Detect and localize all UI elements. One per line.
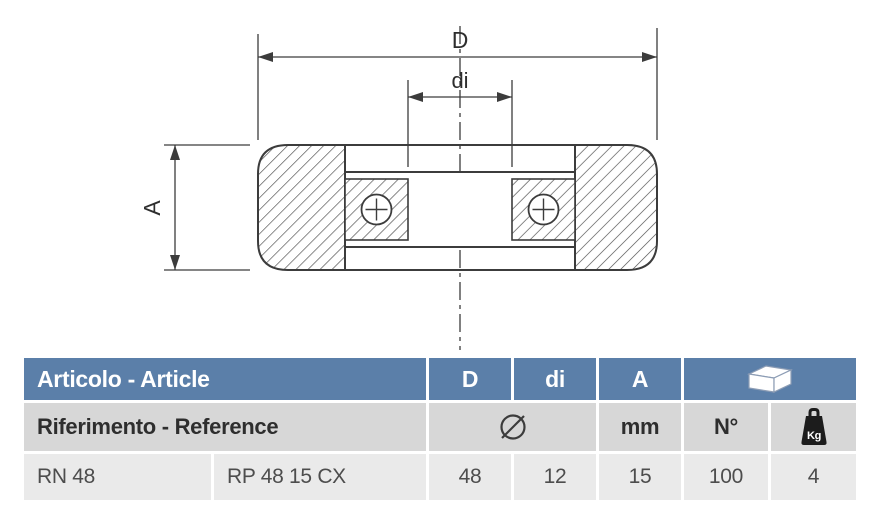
arrowhead-a-bottom <box>170 255 180 270</box>
cell-n-value: 100 <box>684 454 768 500</box>
header-col-a: A <box>599 358 681 400</box>
roller-left-flange-section <box>257 144 346 271</box>
dim-label-a: A <box>139 200 165 216</box>
dimension-outer-diameter <box>257 28 658 140</box>
header-packaging <box>684 358 856 400</box>
spec-table: Articolo - Article D di A Riferimento - … <box>24 358 856 500</box>
subheader-quantity: N° <box>684 403 768 451</box>
header-col-di: di <box>514 358 596 400</box>
arrowhead-di-left <box>408 92 423 102</box>
box-3d-icon <box>746 365 794 393</box>
technical-drawing: D di A <box>139 26 658 350</box>
subheader-reference: Riferimento - Reference <box>24 403 426 451</box>
bearing-ball-left <box>360 193 393 226</box>
bearing-roller-section-drawing: D di A <box>139 26 658 350</box>
cell-a-value: 15 <box>599 454 681 500</box>
diameter-icon <box>499 414 526 440</box>
header-col-d: D <box>429 358 511 400</box>
arrowhead-d-right <box>642 52 657 62</box>
cell-reference-code: RP 48 15 CX <box>214 454 426 500</box>
subheader-weight: Kg <box>771 403 856 451</box>
subheader-diameter <box>429 403 596 451</box>
arrowhead-a-top <box>170 145 180 160</box>
subheader-mm: mm <box>599 403 681 451</box>
weight-icon-label: Kg <box>806 430 820 442</box>
arrowhead-di-right <box>497 92 512 102</box>
weight-kg-icon: Kg <box>800 408 827 445</box>
cell-d-value: 48 <box>429 454 511 500</box>
dimension-inner-diameter <box>407 80 513 167</box>
arrowhead-d-left <box>258 52 273 62</box>
roller-right-flange-section <box>574 144 658 271</box>
dim-label-di: di <box>451 68 468 93</box>
cell-kg-value: 4 <box>771 454 856 500</box>
header-article: Articolo - Article <box>24 358 426 400</box>
bearing-ball-right <box>527 193 560 226</box>
dimension-width <box>164 144 250 271</box>
dim-label-d: D <box>452 27 469 53</box>
cell-article-code: RN 48 <box>24 454 211 500</box>
cell-di-value: 12 <box>514 454 596 500</box>
